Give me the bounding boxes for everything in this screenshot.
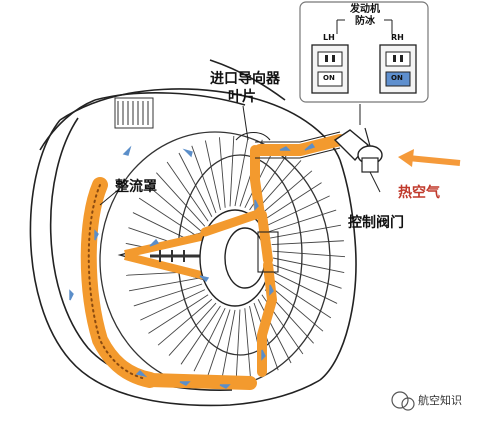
fan-blade: [146, 184, 203, 233]
label-control-valve: 控制阀门: [348, 215, 404, 231]
fan-blade: [168, 302, 217, 356]
watermark-text: 航空知识: [418, 394, 462, 407]
panel-title-line1: 发动机: [350, 4, 380, 15]
nacelle-cowl: [29, 59, 357, 407]
right-switch-on-text[interactable]: ON: [391, 74, 403, 82]
fan-blade: [180, 305, 221, 365]
label-hot-air: 热空气: [398, 185, 440, 201]
fan-blade: [148, 294, 209, 334]
cowl-grille: [114, 97, 154, 129]
flow-arrows: [69, 142, 316, 389]
right-switch-body: [379, 44, 417, 94]
fan-blade: [133, 283, 203, 307]
fan-blade: [261, 182, 322, 222]
fan-blade: [204, 140, 221, 211]
fan-blade: [193, 308, 226, 372]
fan-blade: [140, 289, 206, 321]
control-valve: [333, 127, 383, 193]
fan-blade: [234, 136, 249, 207]
hot-air-arrow: [398, 149, 461, 167]
leader-lines: [99, 104, 361, 206]
fan-blade: [138, 197, 201, 239]
fan-blade: [191, 145, 217, 214]
left-switch-label: LH: [323, 33, 335, 42]
right-switch-label: RH: [391, 33, 404, 42]
panel-title-line2: 防冰: [355, 16, 375, 27]
fan-blade: [229, 135, 235, 207]
fan-blade: [207, 309, 231, 377]
fan-blade: [272, 257, 345, 274]
fan-blade: [271, 271, 338, 304]
fan-blade: [128, 277, 200, 292]
fan-blade: [235, 309, 241, 381]
label-inlet-guide-vane-line1: 进口导向器: [210, 71, 280, 87]
fan-blade: [267, 283, 324, 332]
watermark-logo-icon: [391, 391, 415, 411]
fan-blade: [257, 299, 292, 364]
duct-outlines: [235, 131, 341, 273]
nose-cowl-duct: [80, 177, 257, 390]
fan-blade: [267, 209, 337, 233]
fan-blade: [270, 224, 342, 239]
fan-blade: [272, 264, 342, 289]
label-inlet-guide-vane-line2: 叶片: [228, 89, 256, 105]
fan-blade: [271, 240, 344, 245]
fan-blade: [264, 195, 330, 227]
fan-blade: [219, 137, 226, 208]
panel-title: 发动机 防冰: [345, 4, 385, 28]
fan-blade: [156, 172, 206, 227]
fan-blade: [272, 250, 346, 258]
label-nose-cowl: 整流罩: [115, 179, 157, 195]
fan-blade: [244, 308, 251, 379]
fan-blade: [221, 309, 236, 380]
fan-blade: [166, 161, 209, 222]
left-switch-body: [311, 44, 349, 94]
left-switch-on-text[interactable]: ON: [323, 74, 335, 82]
fan-blade: [157, 298, 213, 346]
